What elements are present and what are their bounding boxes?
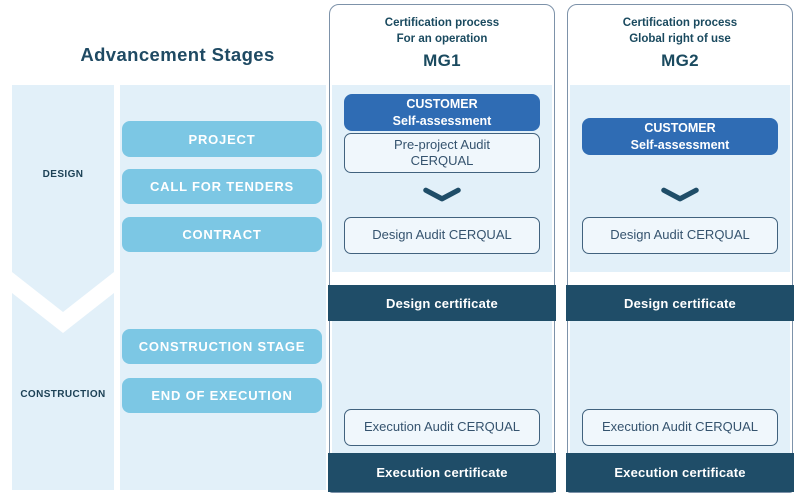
stage-construction-stage: CONSTRUCTION STAGE — [122, 329, 322, 364]
chevron-down-icon — [661, 187, 699, 202]
stage-contract: CONTRACT — [122, 217, 322, 252]
panel-code: MG1 — [423, 51, 461, 71]
panel-header-line2: Global right of use — [629, 32, 731, 45]
phase-label-design: DESIGN — [42, 169, 84, 180]
customer-button-line2: Self-assessment — [630, 137, 730, 152]
certification-panel-mg2: Certification process Global right of us… — [566, 4, 794, 493]
customer-button-line1: CUSTOMER — [406, 97, 478, 112]
execution-certificate-bar: Execution certificate — [566, 453, 794, 492]
phase-band: DESIGN CONSTRUCTION — [12, 85, 114, 490]
execution-certificate-bar: Execution certificate — [328, 453, 556, 492]
stage-end-of-execution: END OF EXECUTION — [122, 378, 322, 413]
preproject-audit-line1: Pre-project Audit — [393, 136, 491, 152]
stages-band: PROJECT CALL FOR TENDERS CONTRACT CONSTR… — [120, 85, 326, 490]
chevron-down-band-icon — [12, 272, 114, 333]
execution-audit-box: Execution Audit CERQUAL — [582, 409, 778, 446]
page-title: Advancement Stages — [80, 44, 275, 65]
phase-label-construction: CONSTRUCTION — [20, 389, 106, 400]
preproject-audit-line2: CERQUAL — [410, 153, 474, 168]
design-certificate-bar: Design certificate — [566, 285, 794, 321]
stage-project: PROJECT — [122, 121, 322, 157]
design-certificate-bar: Design certificate — [328, 285, 556, 321]
panel-header-line2: For an operation — [396, 32, 488, 45]
customer-self-assessment-button: CUSTOMER Self-assessment — [344, 94, 540, 131]
panel-header-mg2: Certification process Global right of us… — [568, 16, 792, 71]
certification-panel-mg1: Certification process For an operation M… — [328, 4, 556, 493]
design-audit-box: Design Audit CERQUAL — [344, 217, 540, 254]
panel-code: MG2 — [661, 51, 699, 71]
execution-audit-box: Execution Audit CERQUAL — [344, 409, 540, 446]
stage-call-for-tenders: CALL FOR TENDERS — [122, 169, 322, 204]
customer-button-line2: Self-assessment — [392, 113, 492, 128]
panel-header-line1: Certification process — [622, 17, 738, 29]
panel-header-line1: Certification process — [384, 17, 500, 29]
customer-button-line1: CUSTOMER — [644, 121, 716, 136]
design-audit-box: Design Audit CERQUAL — [582, 217, 778, 254]
chevron-down-icon — [423, 187, 461, 202]
customer-self-assessment-button: CUSTOMER Self-assessment — [582, 118, 778, 155]
preproject-audit-box: Pre-project Audit CERQUAL — [344, 133, 540, 173]
panel-header-mg1: Certification process For an operation M… — [330, 16, 554, 71]
